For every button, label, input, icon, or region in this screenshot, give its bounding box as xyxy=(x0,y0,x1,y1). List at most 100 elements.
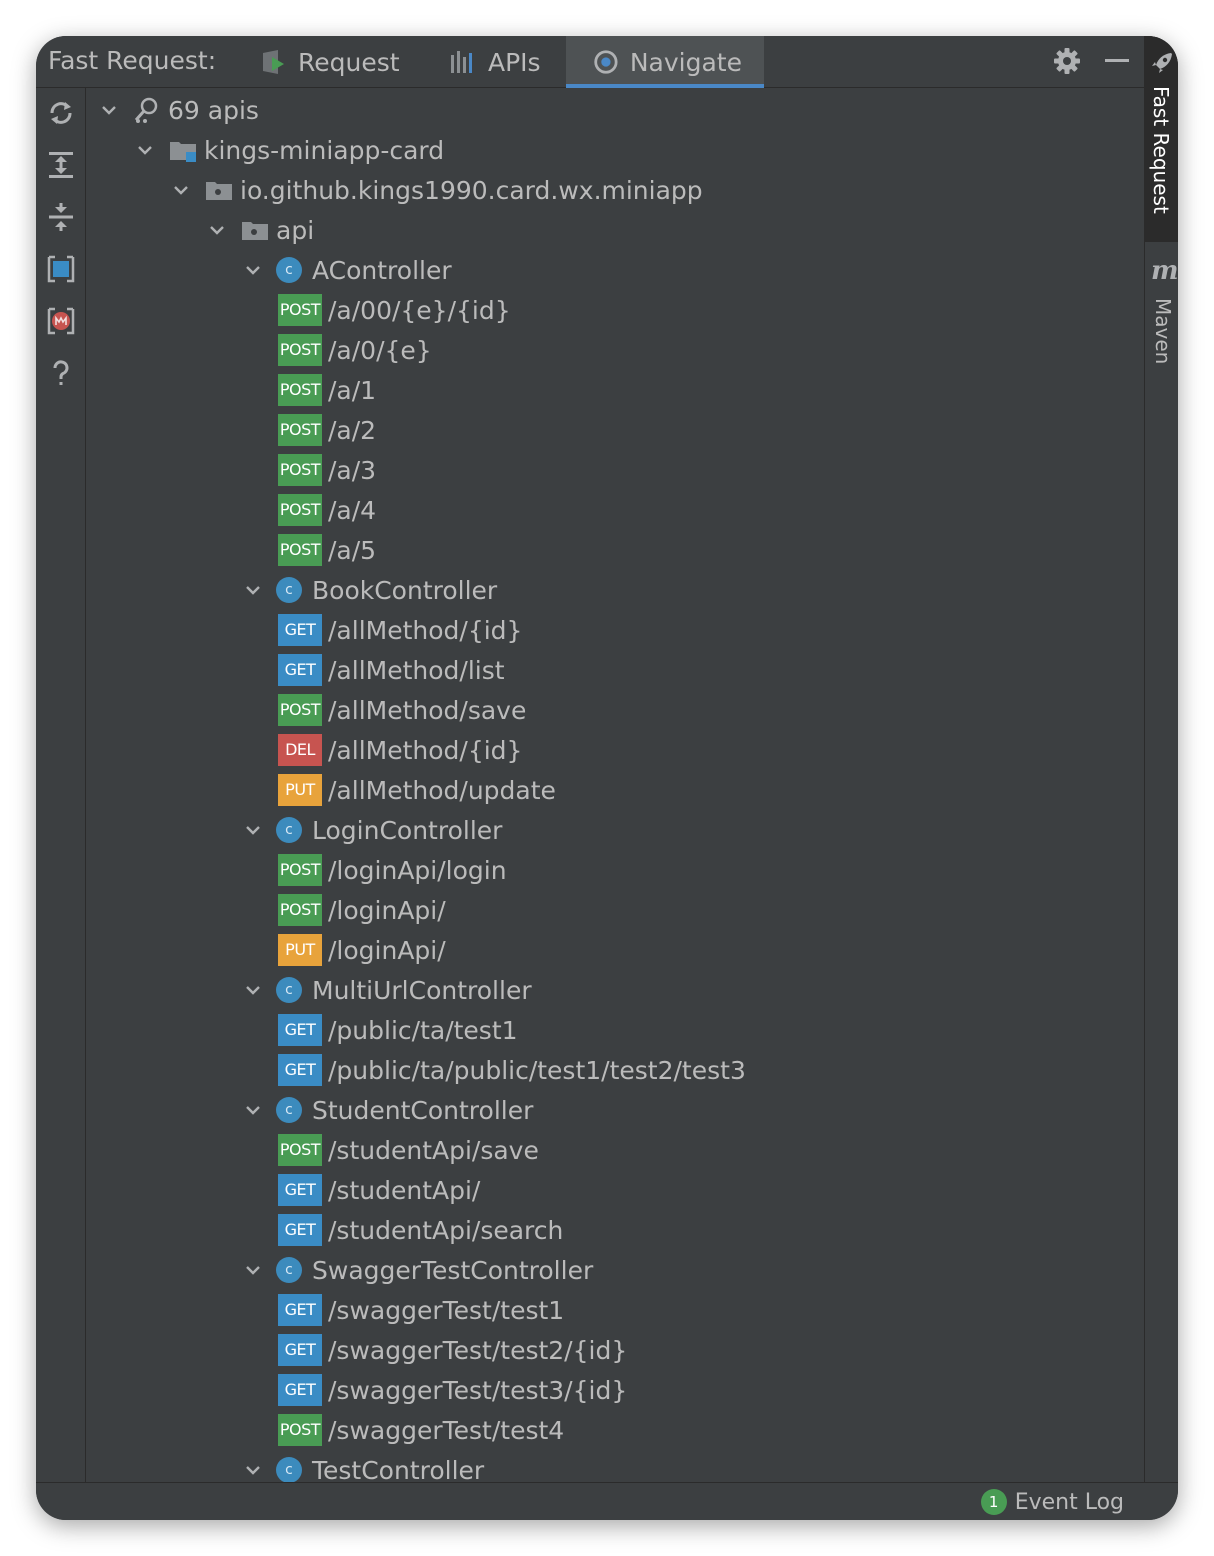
event-log-label: Event Log xyxy=(1014,1489,1124,1515)
endpoint-path: /a/5 xyxy=(328,535,377,565)
tree-subpackage[interactable]: api xyxy=(206,210,314,250)
chevron-down-icon[interactable] xyxy=(134,139,156,161)
endpoint-path: /allMethod/save xyxy=(328,695,527,725)
tree-module[interactable]: kings-miniapp-card xyxy=(134,130,444,170)
method-badge: POST xyxy=(278,334,322,366)
endpoint-row[interactable]: POST/a/5 xyxy=(278,530,376,570)
endpoint-row[interactable]: POST/a/3 xyxy=(278,450,376,490)
endpoint-row[interactable]: POST/a/0/{e} xyxy=(278,330,432,370)
chevron-down-icon[interactable] xyxy=(206,219,228,241)
right-tool-strip: Fast Request m Maven xyxy=(1144,36,1178,1482)
endpoint-row[interactable]: GET/swaggerTest/test1 xyxy=(278,1290,564,1330)
endpoint-row[interactable]: GET/public/ta/public/test1/test2/test3 xyxy=(278,1050,746,1090)
endpoint-row[interactable]: GET/public/ta/test1 xyxy=(278,1010,518,1050)
chevron-down-icon[interactable] xyxy=(98,99,120,121)
chevron-down-icon[interactable] xyxy=(242,259,264,281)
endpoint-row[interactable]: PUT/loginApi/ xyxy=(278,930,446,970)
minimize-icon[interactable] xyxy=(1102,46,1132,76)
endpoint-row[interactable]: POST/a/4 xyxy=(278,490,376,530)
chevron-down-icon[interactable] xyxy=(242,579,264,601)
endpoint-row[interactable]: POST/loginApi/ xyxy=(278,890,446,930)
chevron-down-icon[interactable] xyxy=(242,979,264,1001)
endpoint-row[interactable]: DEL/allMethod/{id} xyxy=(278,730,522,770)
app-label: Fast Request: xyxy=(48,46,217,75)
tree-root[interactable]: 69 apis xyxy=(98,90,259,130)
endpoint-path: /a/1 xyxy=(328,375,377,405)
endpoint-path: /allMethod/update xyxy=(328,775,556,805)
method-badge: GET xyxy=(278,1334,322,1366)
endpoint-path: /a/0/{e} xyxy=(328,335,432,365)
tab-apis[interactable]: APIs xyxy=(422,36,563,88)
chevron-down-icon[interactable] xyxy=(242,819,264,841)
endpoint-path: /a/4 xyxy=(328,495,377,525)
method-badge: GET xyxy=(278,614,322,646)
package-folder-icon xyxy=(242,222,268,240)
fast-request-side-tab[interactable]: Fast Request xyxy=(1145,36,1178,242)
endpoint-row[interactable]: GET/allMethod/{id} xyxy=(278,610,522,650)
method-badge: POST xyxy=(278,454,322,486)
controller-label: BookController xyxy=(312,575,498,605)
help-icon[interactable] xyxy=(46,358,76,388)
endpoint-row[interactable]: POST/allMethod/save xyxy=(278,690,526,730)
gear-icon[interactable] xyxy=(1052,46,1082,76)
endpoint-row[interactable]: POST/swaggerTest/test4 xyxy=(278,1410,564,1450)
method-badge: GET xyxy=(278,654,322,686)
chevron-down-icon[interactable] xyxy=(242,1099,264,1121)
chevron-down-icon[interactable] xyxy=(242,1459,264,1481)
endpoint-row[interactable]: POST/loginApi/login xyxy=(278,850,507,890)
endpoint-row[interactable]: GET/studentApi/search xyxy=(278,1210,563,1250)
tree-package[interactable]: io.github.kings1990.card.wx.miniapp xyxy=(170,170,703,210)
endpoint-row[interactable]: GET/studentApi/ xyxy=(278,1170,480,1210)
subpackage-label: api xyxy=(276,215,315,245)
fast-request-side-label: Fast Request xyxy=(1149,86,1173,214)
chevron-down-icon[interactable] xyxy=(242,1259,264,1281)
method-badge: POST xyxy=(278,494,322,526)
collapse-all-icon[interactable] xyxy=(46,202,76,232)
fast-request-tool-window: Fast Request: Request APIs Navigate xyxy=(36,36,1178,1520)
endpoint-path: /public/ta/test1 xyxy=(328,1015,518,1045)
endpoint-row[interactable]: POST/a/2 xyxy=(278,410,376,450)
maven-module-icon[interactable] xyxy=(46,306,76,336)
endpoint-path: /swaggerTest/test4 xyxy=(328,1415,565,1445)
method-badge: GET xyxy=(278,1374,322,1406)
tab-request[interactable]: Request xyxy=(232,36,422,88)
endpoint-row[interactable]: POST/a/1 xyxy=(278,370,376,410)
maven-side-label: Maven xyxy=(1151,298,1175,365)
endpoint-path: /allMethod/{id} xyxy=(328,735,523,765)
expand-all-icon[interactable] xyxy=(46,150,76,180)
endpoint-path: /loginApi/login xyxy=(328,855,507,885)
endpoint-path: /allMethod/list xyxy=(328,655,505,685)
endpoint-path: /studentApi/save xyxy=(328,1135,539,1165)
endpoint-path: /swaggerTest/test1 xyxy=(328,1295,565,1325)
method-badge: GET xyxy=(278,1054,322,1086)
endpoint-row[interactable]: PUT/allMethod/update xyxy=(278,770,556,810)
chevron-down-icon[interactable] xyxy=(170,179,192,201)
api-search-icon xyxy=(134,97,158,123)
method-badge: POST xyxy=(278,694,322,726)
method-badge: POST xyxy=(278,894,322,926)
method-badge: POST xyxy=(278,1414,322,1446)
event-log-button[interactable]: 1 Event Log xyxy=(980,1487,1124,1517)
endpoint-row[interactable]: POST/studentApi/save xyxy=(278,1130,539,1170)
method-badge: POST xyxy=(278,294,322,326)
endpoint-row[interactable]: GET/swaggerTest/test3/{id} xyxy=(278,1370,627,1410)
refresh-icon[interactable] xyxy=(46,98,76,128)
endpoint-row[interactable]: GET/allMethod/list xyxy=(278,650,505,690)
endpoint-row[interactable]: POST/a/00/{e}/{id} xyxy=(278,290,511,330)
tab-navigate[interactable]: Navigate xyxy=(566,36,764,88)
select-module-icon[interactable] xyxy=(46,254,76,284)
maven-side-tab[interactable]: m Maven xyxy=(1145,254,1178,394)
controller-label: StudentController xyxy=(312,1095,534,1125)
class-icon: c xyxy=(276,1097,302,1123)
class-icon: c xyxy=(276,1257,302,1283)
endpoint-path: /loginApi/ xyxy=(328,895,446,925)
endpoint-row[interactable]: GET/swaggerTest/test2/{id} xyxy=(278,1330,627,1370)
tree-controller[interactable]: c StudentController xyxy=(242,1090,533,1130)
